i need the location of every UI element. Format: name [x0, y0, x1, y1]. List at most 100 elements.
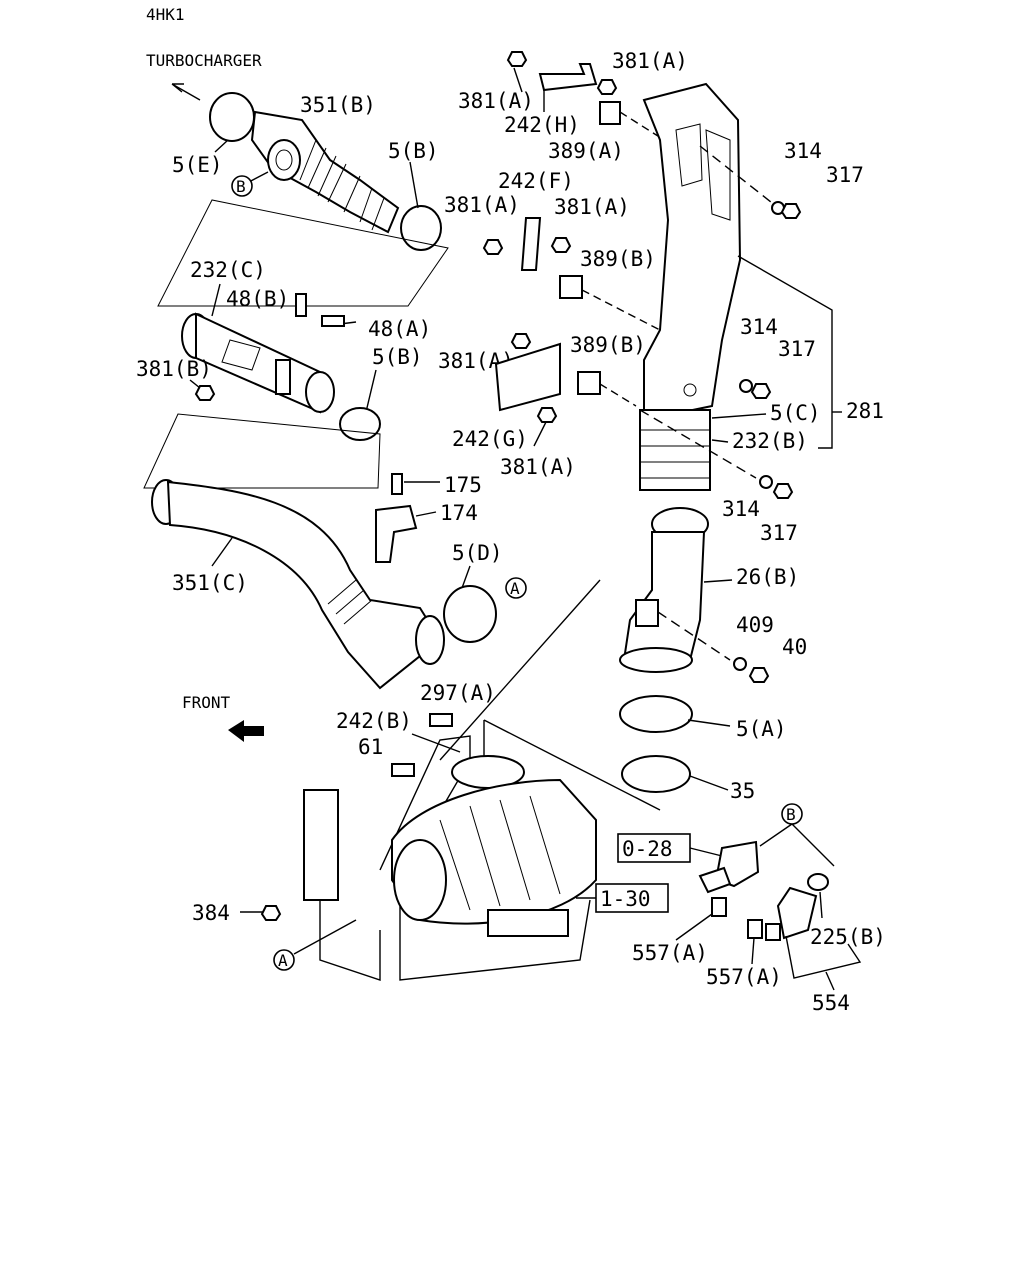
- label-381a-4: 381(A): [554, 195, 630, 219]
- ref-box-1-30-label: 1-30: [600, 887, 651, 911]
- nut-381a-2-icon: [596, 79, 618, 95]
- mount-389b-2-icon: [577, 371, 601, 395]
- label-281: 281: [846, 399, 884, 423]
- label-317-2: 317: [778, 337, 816, 361]
- label-384: 384: [192, 901, 230, 925]
- label-389a: 389(A): [548, 139, 624, 163]
- front-label: FRONT: [182, 693, 231, 712]
- duct-26b: [619, 507, 709, 673]
- label-242f: 242(F): [498, 169, 574, 193]
- clamp-5a: [619, 695, 693, 733]
- intake-pipe-281: [639, 82, 742, 491]
- label-225b: 225(B): [810, 925, 886, 949]
- mount-389b-1-icon: [559, 275, 583, 299]
- label-48b: 48(B): [226, 287, 289, 311]
- label-5c: 5(C): [770, 401, 821, 425]
- nut-317-3-icon: [772, 483, 794, 499]
- engine-code: 4HK1: [146, 5, 185, 24]
- leader-281: [737, 255, 833, 449]
- label-314-1: 314: [784, 139, 822, 163]
- washer-314-2-icon: [739, 379, 753, 393]
- callout-b-top: [231, 175, 253, 197]
- label-40: 40: [782, 635, 807, 659]
- bracket-left: [303, 789, 339, 901]
- bolt-557a-2-icon: [747, 919, 763, 939]
- oring-225b-icon: [807, 873, 829, 891]
- nut-381a-3-icon: [482, 239, 504, 255]
- label-232c: 232(C): [190, 258, 266, 282]
- label-232b: 232(B): [732, 429, 808, 453]
- label-381a-3: 381(A): [444, 193, 520, 217]
- clamp-5d: [443, 585, 497, 643]
- bracket-242h: [538, 63, 598, 92]
- nut-381a-6-icon: [536, 407, 558, 423]
- ref-box-0-28-label: 0-28: [622, 837, 673, 861]
- clamp-5b-mid: [339, 407, 381, 441]
- label-174: 174: [440, 501, 478, 525]
- label-175: 175: [444, 473, 482, 497]
- callout-a-bottom: [273, 949, 295, 971]
- assembly-frame-lower: [143, 413, 381, 489]
- duct-232c: [181, 312, 335, 414]
- nut-381a-4-icon: [550, 237, 572, 253]
- mount-389a-icon: [599, 101, 621, 125]
- washer-409-icon: [733, 657, 747, 671]
- hose-351b: [209, 92, 442, 251]
- bracket-242g: [494, 342, 561, 412]
- label-5e: 5(E): [172, 153, 223, 177]
- label-557a-2: 557(A): [706, 965, 782, 989]
- label-389b-2: 389(B): [570, 333, 646, 357]
- callout-b-bottom-label: B: [786, 805, 796, 824]
- bolt-297a-icon: [429, 713, 453, 727]
- label-317-1: 317: [826, 163, 864, 187]
- label-26b: 26(B): [736, 565, 799, 589]
- label-61: 61: [358, 735, 383, 759]
- label-381a-6: 381(A): [500, 455, 576, 479]
- bolt-61-icon: [391, 763, 415, 777]
- nut-384-icon: [260, 905, 282, 921]
- nut-381a-5-icon: [510, 333, 532, 349]
- screw-175-icon: [391, 473, 403, 495]
- bolt-557a-1-icon: [711, 897, 727, 917]
- label-35: 35: [730, 779, 755, 803]
- label-409: 409: [736, 613, 774, 637]
- bolt-48b-icon: [295, 293, 307, 317]
- label-351b: 351(B): [300, 93, 376, 117]
- callout-b-top-label: B: [236, 177, 246, 196]
- ref-box-1-30[interactable]: [595, 883, 669, 913]
- nut-40-icon: [748, 667, 770, 683]
- label-48a: 48(A): [368, 317, 431, 341]
- label-381b: 381(B): [136, 357, 212, 381]
- sensor-174: [375, 504, 418, 563]
- nut-317-2-icon: [750, 383, 772, 399]
- label-351c: 351(C): [172, 571, 248, 595]
- nut-317-1-icon: [780, 203, 802, 219]
- label-297a: 297(A): [420, 681, 496, 705]
- label-5a: 5(A): [736, 717, 787, 741]
- bracket-242f: [520, 217, 542, 271]
- hose-351c: [151, 479, 445, 690]
- callout-a-bottom-label: A: [278, 951, 288, 970]
- ring-35: [621, 755, 691, 793]
- label-314-2: 314: [740, 315, 778, 339]
- bolt-48a-icon: [321, 315, 345, 327]
- assembly-frame-upper: [157, 199, 449, 307]
- callout-a-top: [505, 577, 527, 599]
- label-5b-top: 5(B): [388, 139, 439, 163]
- nut-381a-1-icon: [506, 51, 528, 67]
- label-314-3: 314: [722, 497, 760, 521]
- sensor-554: [776, 886, 818, 940]
- ref-box-0-28[interactable]: [617, 833, 691, 863]
- callout-a-top-label: A: [510, 579, 520, 598]
- label-242g: 242(G): [452, 427, 528, 451]
- label-381a-2: 381(A): [458, 89, 534, 113]
- front-arrow-icon: [228, 720, 264, 742]
- label-389b-1: 389(B): [580, 247, 656, 271]
- turbocharger-arrow-icon: [171, 83, 201, 101]
- label-554: 554: [812, 991, 850, 1015]
- turbocharger-label: TURBOCHARGER: [146, 51, 262, 70]
- air-cleaner: [391, 755, 597, 937]
- label-5d: 5(D): [452, 541, 503, 565]
- label-242h: 242(H): [504, 113, 580, 137]
